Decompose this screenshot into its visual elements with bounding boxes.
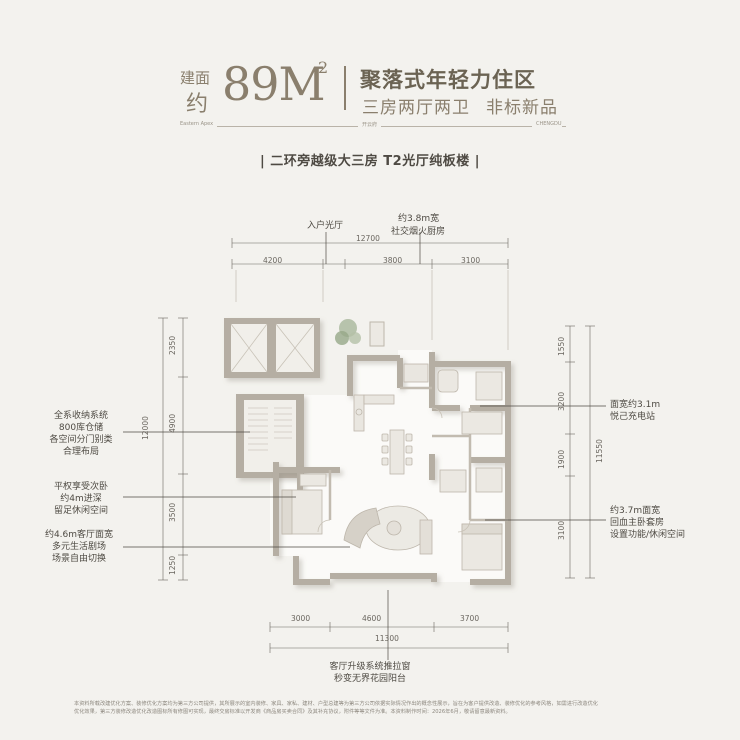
top-annotation-leaders — [325, 232, 421, 264]
callout-storage-3: 各空间分门别类 — [49, 435, 113, 445]
header-divider — [344, 66, 346, 110]
dimension-lines-top — [231, 238, 509, 350]
page-subtitle-left: 三房两厅两卫 — [362, 98, 470, 118]
footnote-line-2: 优化效果，第三方装修改造优化改造图标所有修图可实现，最终交房标准以开发商《商品房… — [74, 709, 511, 715]
callout-study: 面宽约3.1m 悦己充电站 — [610, 399, 660, 423]
callout-storage: 全系收纳系统 800库仓储 各空间分门别类 合理布局 — [40, 410, 122, 458]
page-title: 聚落式年轻力住区 — [360, 68, 536, 92]
door-arcs — [317, 407, 471, 533]
callout-storage-1: 全系收纳系统 — [53, 411, 108, 421]
callout-living: 约4.6m客厅面宽 多元生活剧场 场景自由切换 — [36, 529, 122, 565]
dim-left-1: 2350 — [168, 335, 177, 355]
dimension-lines-left — [158, 317, 188, 581]
dim-top-3: 3100 — [461, 256, 481, 265]
callout-master-3: 设置功能/休闲空间 — [610, 530, 686, 540]
footnote: 本资料所载改建优化方案、装修优化方案均为第三方公司提供，其所展示的室内装修、家具… — [74, 700, 674, 716]
kitchen-counter — [353, 363, 429, 432]
dim-right-total: 11550 — [595, 439, 604, 463]
area-value: 89M — [222, 57, 326, 111]
callout-balcony-2: 秒变无界花园阳台 — [333, 674, 406, 684]
dim-top-2: 3800 — [383, 256, 403, 265]
area-prefix-top: 建面 — [180, 69, 211, 87]
dim-top-1: 4200 — [263, 256, 283, 265]
header-small-right: CHENGDU — [532, 121, 562, 127]
callout-second-bedroom-1: 平权享受次卧 — [53, 482, 108, 492]
callout-study-2: 悦己充电站 — [610, 412, 656, 422]
callout-second-bedroom-2: 约4m进深 — [60, 494, 102, 504]
dim-right-3: 1900 — [557, 449, 566, 469]
dim-right-4: 3100 — [557, 520, 566, 540]
footnote-line-1: 本资料所载改建优化方案、装修优化方案均为第三方公司提供，其所展示的室内装修、家具… — [74, 701, 598, 707]
area-superscript: 2 — [318, 58, 329, 77]
callout-kitchen-desc: 社交烟火厨房 — [391, 227, 446, 237]
dim-bottom-2: 4600 — [362, 614, 382, 623]
dimension-lines-right — [565, 325, 595, 579]
callout-second-bedroom-3: 留足休闲空间 — [53, 506, 108, 516]
stair-treads — [248, 407, 292, 451]
callout-master: 约3.7m面宽 回血主卧套房 设置功能/休闲空间 — [610, 505, 685, 541]
dim-bottom-3: 3700 — [460, 614, 480, 623]
callout-storage-4: 合理布局 — [62, 447, 99, 457]
callout-master-1: 约3.7m面宽 — [610, 506, 661, 516]
entry-planter — [335, 319, 385, 347]
header-small-mid: 开云府 — [358, 121, 382, 128]
study-furniture — [437, 369, 503, 435]
dim-left-4: 1250 — [168, 555, 177, 575]
living-furniture — [343, 505, 433, 555]
callout-kitchen-width: 约3.8m宽 — [398, 214, 440, 224]
callout-living-2: 多元生活剧场 — [51, 542, 106, 552]
area-prefix-bottom: 约 — [186, 92, 209, 117]
callout-entry-hall: 入户光厅 — [307, 221, 344, 231]
callout-second-bedroom: 平权享受次卧 约4m进深 留足休闲空间 — [40, 481, 122, 517]
dim-right-2: 3200 — [557, 391, 566, 411]
dining-table — [381, 429, 413, 475]
dim-top-total: 12700 — [356, 234, 380, 243]
callout-living-3: 场景自由切换 — [51, 554, 106, 564]
page-subtitle-right: 非标新品 — [486, 98, 558, 118]
dim-left-2: 4900 — [168, 413, 177, 433]
apartment-walls — [273, 352, 511, 585]
callout-study-1: 面宽约3.1m — [610, 400, 661, 410]
elevator-marks — [230, 323, 315, 373]
plan-title: | 二环旁越级大三房 T2光厅纯板楼 | — [260, 154, 480, 169]
master-bed — [439, 467, 503, 571]
callout-storage-2: 800库仓储 — [58, 423, 104, 433]
header-small-left: Eastern Apex — [180, 121, 218, 127]
callout-leaders — [123, 405, 606, 548]
dim-bottom-total: 11300 — [375, 634, 399, 643]
callout-balcony-1: 客厅升级系统推拉窗 — [329, 662, 411, 672]
callout-balcony: 客厅升级系统推拉窗 秒变无界花园阳台 — [0, 661, 740, 685]
dim-left-3: 3500 — [168, 502, 177, 522]
callout-living-1: 约4.6m客厅面宽 — [44, 530, 114, 540]
dim-bottom-1: 3000 — [291, 614, 311, 623]
dim-right-1: 1550 — [557, 336, 566, 356]
dim-left-total: 12000 — [141, 416, 150, 440]
callout-master-2: 回血主卧套房 — [610, 518, 665, 528]
dimension-lines-bottom — [269, 590, 509, 660]
